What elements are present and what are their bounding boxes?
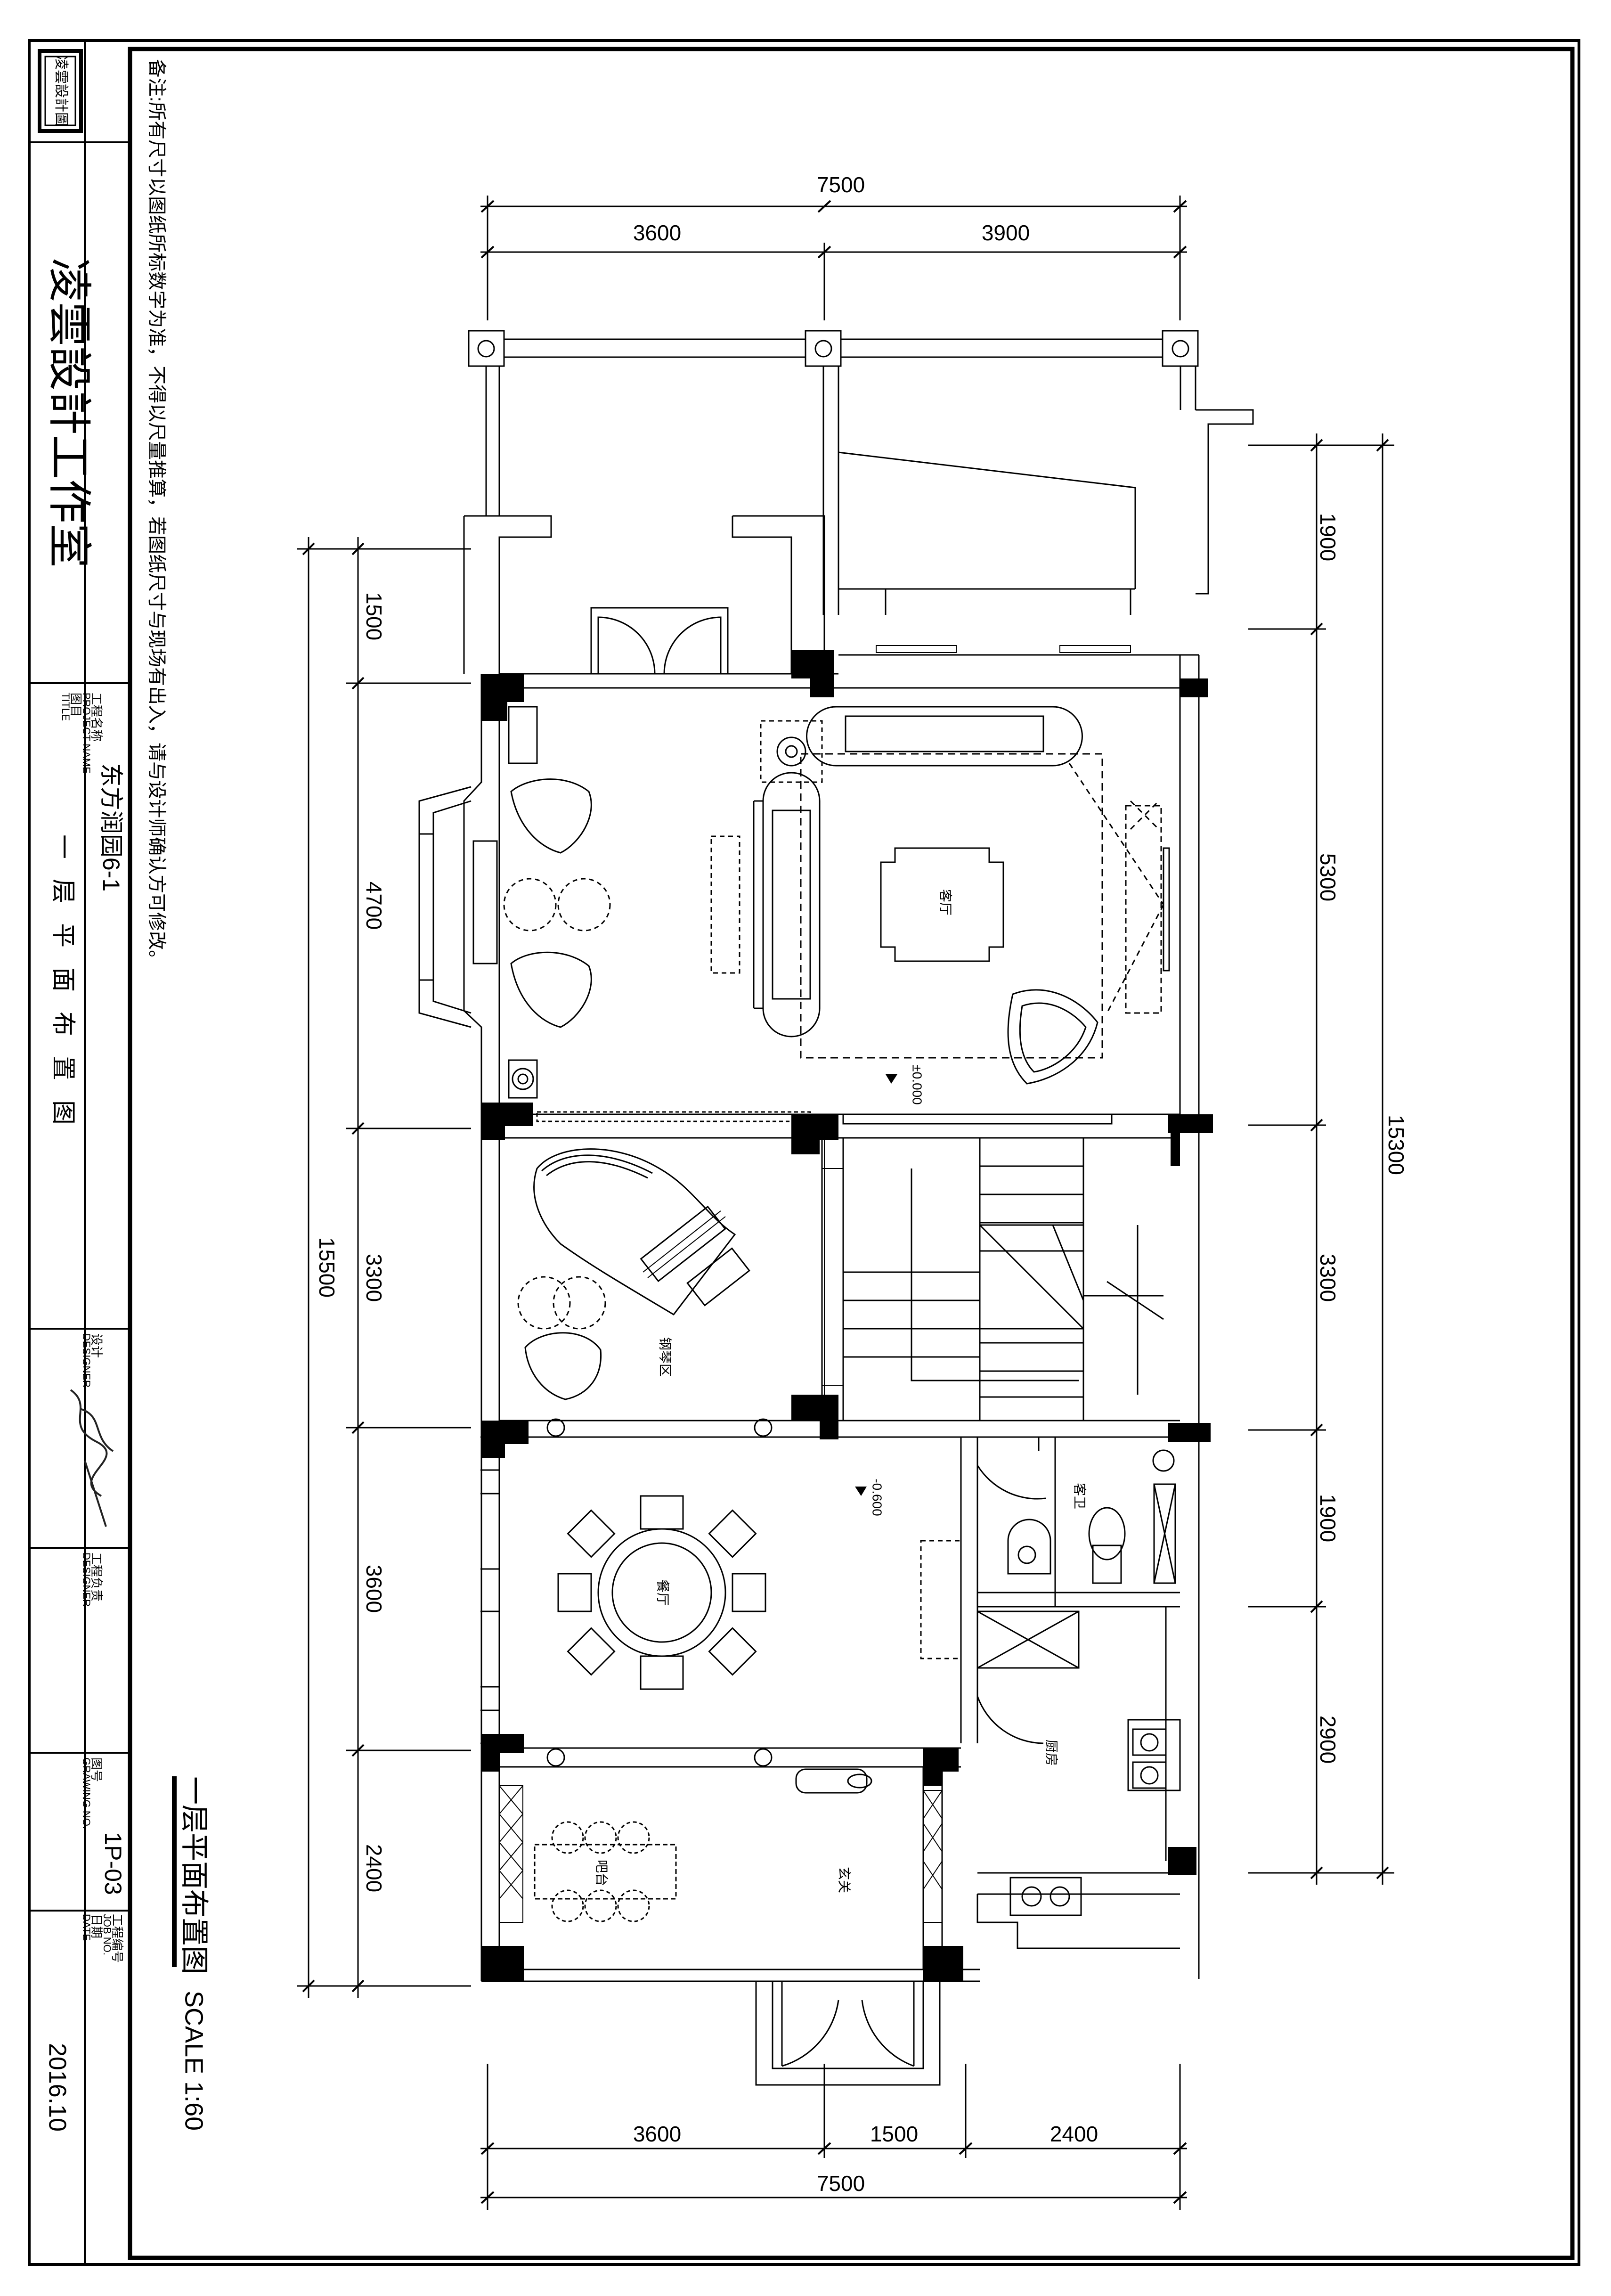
plan-drawing (418, 330, 1254, 2086)
room-guest-wc-label: 客卫 (1073, 1483, 1087, 1509)
title-label-cn: 图目 (69, 693, 83, 717)
dimension-ticks (302, 200, 1389, 2204)
designer-signature (70, 1389, 114, 1527)
dim-bottom-2: 1500 (870, 2122, 918, 2146)
dim-left-2: 4700 (362, 882, 386, 930)
seal-text: 凌雲設計圖 (53, 56, 69, 126)
title-block: 凌雲設計圖 凌雲設計工作室 备注:所有尺寸以图纸所标数字为准，不得以尺量推算，若… (29, 41, 167, 2264)
room-labels: 客厅 钢琴区 餐厅 客卫 厨房 玄关 吧台 ±0.000 -0.600 (594, 889, 1087, 1893)
dim-bottom-3: 2400 (1050, 2122, 1098, 2146)
room-kitchen-label: 厨房 (1044, 1740, 1059, 1766)
dim-left-total: 15500 (315, 1237, 339, 1298)
job-no-label-en: JOB NO. (101, 1914, 113, 1955)
dim-right-3: 3300 (1316, 1254, 1340, 1302)
dim-right-5: 2900 (1316, 1716, 1340, 1764)
dim-right-2: 5300 (1316, 853, 1340, 901)
drawing-no-label-cn: 图号 (90, 1757, 104, 1782)
design-note: 备注:所有尺寸以图纸所标数字为准，不得以尺量推算，若图纸尺寸与现场有出入，请与设… (146, 59, 167, 969)
plan-caption-scale: SCALE 1:60 (180, 1991, 208, 2131)
company-name: 凌雲設計工作室 (45, 258, 94, 568)
date-value: 2016.10 (43, 2043, 71, 2132)
dimension-texts: 7500 3600 3900 3600 1500 2400 7500 1500 … (315, 172, 1408, 2196)
room-living-label: 客厅 (938, 889, 953, 915)
dim-right-1: 1900 (1316, 513, 1340, 561)
date-label-en: DATE (81, 1914, 92, 1941)
dim-left-5: 2400 (362, 1844, 386, 1892)
level-marker-icon (886, 1074, 897, 1084)
project-name-label-en: PROJECT NAME (81, 693, 92, 774)
title-label-en: TITLE (60, 693, 72, 721)
company-seal: 凌雲設計圖 (38, 49, 83, 133)
dim-top-2: 3900 (982, 221, 1030, 245)
dining-chairs (557, 1495, 766, 1690)
drawing-no-label-en: GRAWING NO. (81, 1757, 92, 1829)
dim-top-total: 7500 (817, 172, 865, 197)
drawing-title: 一层平面布置图 (49, 834, 76, 1144)
dim-bottom-total: 7500 (817, 2171, 865, 2196)
room-dining-label: 餐厅 (656, 1579, 670, 1606)
dim-left-3: 3300 (362, 1254, 386, 1302)
room-piano-label: 钢琴区 (658, 1337, 673, 1377)
project-name-label-cn: 工程名称 (90, 693, 104, 742)
job-no-label-cn: 工程编号 (110, 1914, 124, 1963)
room-entry-label: 玄关 (837, 1867, 852, 1893)
designer-label-en: DESIGNER (81, 1333, 92, 1388)
dim-bottom-1: 3600 (633, 2122, 681, 2146)
level-marker-icon-2 (855, 1487, 867, 1496)
level-2: -0.600 (870, 1479, 885, 1516)
drawing-no: 1P-03 (100, 1832, 126, 1895)
designer-label-cn: 设计 (90, 1333, 104, 1358)
plan-caption-title: 一层平面布置图 (179, 1776, 210, 1974)
dimension-lines (297, 196, 1394, 2210)
sheet-outer-border (28, 39, 1580, 2266)
structural-columns (481, 650, 1213, 1981)
dim-right-total: 15300 (1384, 1115, 1408, 1175)
date-label-cn: 日期 (90, 1914, 104, 1938)
dim-top-1: 3600 (633, 221, 681, 245)
dim-left-1: 1500 (362, 592, 386, 640)
sheet-inner-border (128, 47, 1575, 2260)
dim-right-4: 1900 (1316, 1494, 1340, 1542)
level-1: ±0.000 (910, 1064, 925, 1104)
project-name: 东方润园6-1 (98, 763, 124, 891)
room-bar-label: 吧台 (594, 1860, 609, 1886)
dim-left-4: 3600 (362, 1565, 386, 1613)
responsible-label-cn: 工程负责 (90, 1552, 104, 1601)
plan-caption: 一层平面布置图 SCALE 1:60 (172, 1776, 210, 2131)
responsible-label-en: DESIGNER (81, 1552, 92, 1607)
